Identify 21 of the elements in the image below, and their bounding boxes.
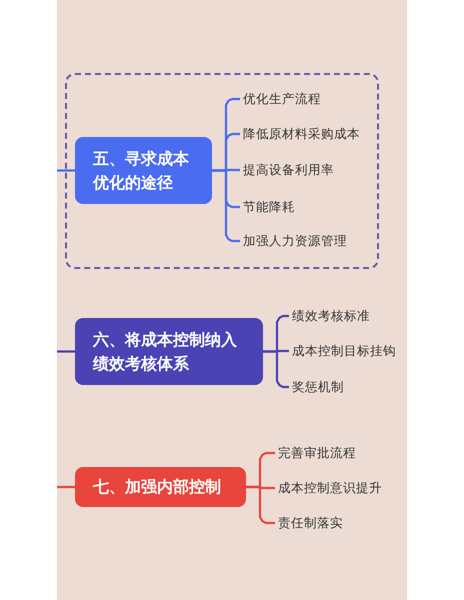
connector-stub xyxy=(57,486,75,488)
subtopic-label: 奖惩机制 xyxy=(292,378,402,396)
subtopic-label: 节能降耗 xyxy=(243,198,373,216)
topic-box: 五、寻求成本优化的途径 xyxy=(75,137,212,204)
bracket-connector xyxy=(212,169,240,242)
subtopic-label: 成本控制目标挂钩 xyxy=(292,342,404,360)
bracket-connector xyxy=(263,350,289,388)
subtopic-label: 完善审批流程 xyxy=(278,444,398,462)
bracket-connector xyxy=(246,486,275,524)
connector-stub xyxy=(57,350,75,353)
subtopic-label: 绩效考核标准 xyxy=(292,307,402,325)
subtopic-label: 责任制落实 xyxy=(278,514,398,532)
subtopic-label: 降低原材料采购成本 xyxy=(243,125,373,143)
topic-box: 六、将成本控制纳入绩效考核体系 xyxy=(75,318,263,385)
subtopic-label: 加强人力资源管理 xyxy=(243,232,373,250)
subtopic-label: 提高设备利用率 xyxy=(243,161,373,179)
dashed-group-frame xyxy=(65,73,379,269)
connector-stub xyxy=(57,169,75,172)
subtopic-label: 成本控制意识提升 xyxy=(278,479,398,497)
subtopic-label: 优化生产流程 xyxy=(243,90,373,108)
topic-box: 七、加强内部控制 xyxy=(75,467,246,507)
